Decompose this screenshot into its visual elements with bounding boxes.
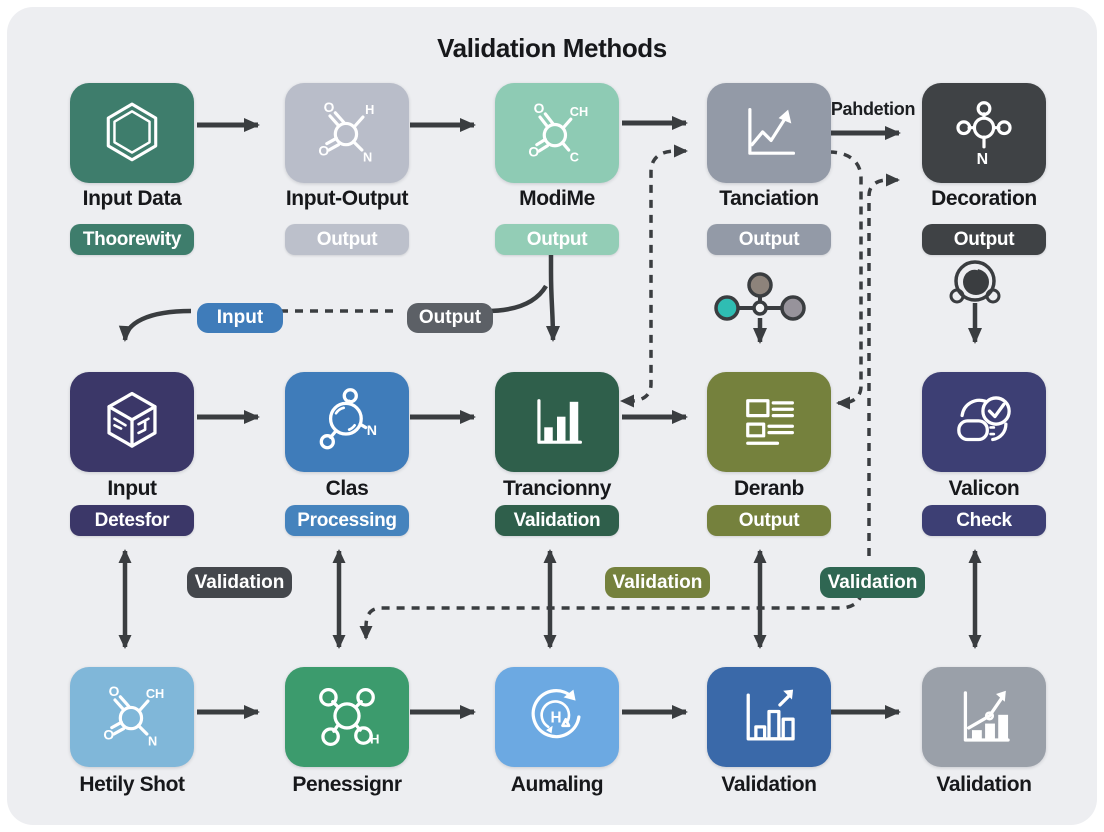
- svg-text:O: O: [103, 726, 114, 742]
- molecule-four-icon: H: [319, 688, 379, 746]
- tri-molecule-icon: [714, 272, 806, 344]
- edge-label-pahdetion: Pahdetion: [830, 99, 916, 119]
- node-label-hetily-shot: Hetily Shot: [79, 773, 185, 796]
- node-clas: N: [285, 372, 409, 472]
- page-title: Validation Methods: [437, 33, 667, 63]
- validation-badge-3: Validation: [820, 567, 925, 598]
- benzene-icon: [106, 102, 158, 162]
- molecule-och-icon: O CH O C: [528, 100, 588, 165]
- document-list-icon: [746, 399, 794, 445]
- trend-chart-icon: [748, 108, 796, 155]
- badge-output-4: Output: [922, 224, 1046, 255]
- node-label-input-output: Input-Output: [285, 187, 409, 210]
- cube-icon: [107, 391, 157, 448]
- validation-penessignr-dashed: [359, 591, 863, 640]
- node-penessignr: H: [285, 667, 409, 767]
- svg-text:H: H: [370, 731, 379, 746]
- svg-text:H: H: [550, 709, 561, 726]
- badge-processing: Processing: [285, 505, 409, 536]
- tanciation-deranb-dashed: [828, 150, 863, 410]
- svg-text:N: N: [367, 423, 377, 439]
- node-hetily-shot: O CH O N: [70, 667, 194, 767]
- svg-text:O: O: [318, 142, 329, 158]
- bar-chart-icon: [537, 399, 582, 444]
- input-drop-arrow: [118, 308, 192, 342]
- badge-detesfor: Detesfor: [70, 505, 194, 536]
- node-modime: O CH O C: [495, 83, 619, 183]
- molecule-ohn-icon: O H O N: [318, 99, 374, 165]
- badge-thoorewity: Thoorewity: [70, 224, 194, 255]
- node-label-penessignr: Penessignr: [292, 773, 402, 796]
- validation-decoration-dashed: [867, 173, 900, 556]
- svg-text:CH: CH: [570, 104, 588, 119]
- top-row-arrows: [197, 116, 901, 140]
- svg-text:CH: CH: [146, 686, 164, 701]
- node-label-deranb: Deranb: [734, 477, 804, 500]
- node-input-data: [70, 83, 194, 183]
- svg-text:C: C: [570, 150, 579, 165]
- svg-text:N: N: [977, 151, 989, 167]
- badge-output-5: Output: [707, 505, 831, 536]
- flow-badge-output: Output: [407, 303, 493, 333]
- node-aumaling: H: [495, 667, 619, 767]
- node-label-modime: ModiMe: [519, 187, 595, 210]
- node-label-validation-1: Validation: [721, 773, 817, 796]
- combo-chart-icon: [963, 690, 1010, 742]
- svg-text:O: O: [528, 143, 539, 159]
- badge-output-2: Output: [495, 224, 619, 255]
- row-link-double-arrows: [118, 549, 982, 649]
- node-label-input-data: Input Data: [82, 187, 182, 210]
- node-label-clas: Clas: [325, 477, 369, 500]
- node-label-tanciation: Tanciation: [719, 187, 819, 210]
- node-label-validation-2: Validation: [936, 773, 1032, 796]
- dashed-connectors: [359, 144, 900, 640]
- badge-check: Check: [922, 505, 1046, 536]
- molecule-ohn-icon: O CH O N: [103, 683, 164, 749]
- modime-drop-arrow: [545, 252, 560, 342]
- diagram-canvas: Validation Methods: [7, 7, 1097, 825]
- validation-badge-1: Validation: [187, 567, 292, 598]
- bar-growth-icon: [746, 689, 795, 741]
- badge-validation: Validation: [495, 505, 619, 536]
- node-label-trancionny: Trancionny: [502, 477, 612, 500]
- flow-badge-input: Input: [197, 303, 283, 333]
- node-label-valicon: Valicon: [948, 477, 1020, 500]
- flow-badge-connectors: [118, 252, 560, 342]
- output-badge-link: [485, 284, 548, 314]
- node-decoration: N: [922, 83, 1046, 183]
- node-input: [70, 372, 194, 472]
- badge-output-1: Output: [285, 224, 409, 255]
- node-deranb: [707, 372, 831, 472]
- node-label-input: Input: [107, 477, 157, 500]
- flask-atom-icon: [949, 260, 1001, 344]
- trancionny-tanciation-dashed: [620, 144, 688, 408]
- node-trancionny: [495, 372, 619, 472]
- node-validation-trend: [922, 667, 1046, 767]
- svg-text:N: N: [148, 734, 157, 749]
- node-tanciation: [707, 83, 831, 183]
- svg-text:O: O: [534, 100, 545, 116]
- atom-molecule-icon: N: [319, 388, 377, 450]
- node-label-decoration: Decoration: [931, 187, 1037, 210]
- node-input-output: O H O N: [285, 83, 409, 183]
- validation-badge-2: Validation: [605, 567, 710, 598]
- svg-text:H: H: [365, 102, 374, 117]
- connector-overlay: [118, 116, 1001, 719]
- badge-output-3: Output: [707, 224, 831, 255]
- svg-text:O: O: [324, 99, 335, 115]
- svg-text:O: O: [109, 683, 120, 699]
- check-shield-icon: [957, 396, 1011, 442]
- node-validation-bars: [707, 667, 831, 767]
- svg-text:N: N: [363, 150, 372, 165]
- node-valicon: [922, 372, 1046, 472]
- cycle-icon: H: [531, 689, 581, 739]
- node-label-aumaling: Aumaling: [510, 773, 604, 796]
- cross-molecule-icon: N: [956, 101, 1012, 167]
